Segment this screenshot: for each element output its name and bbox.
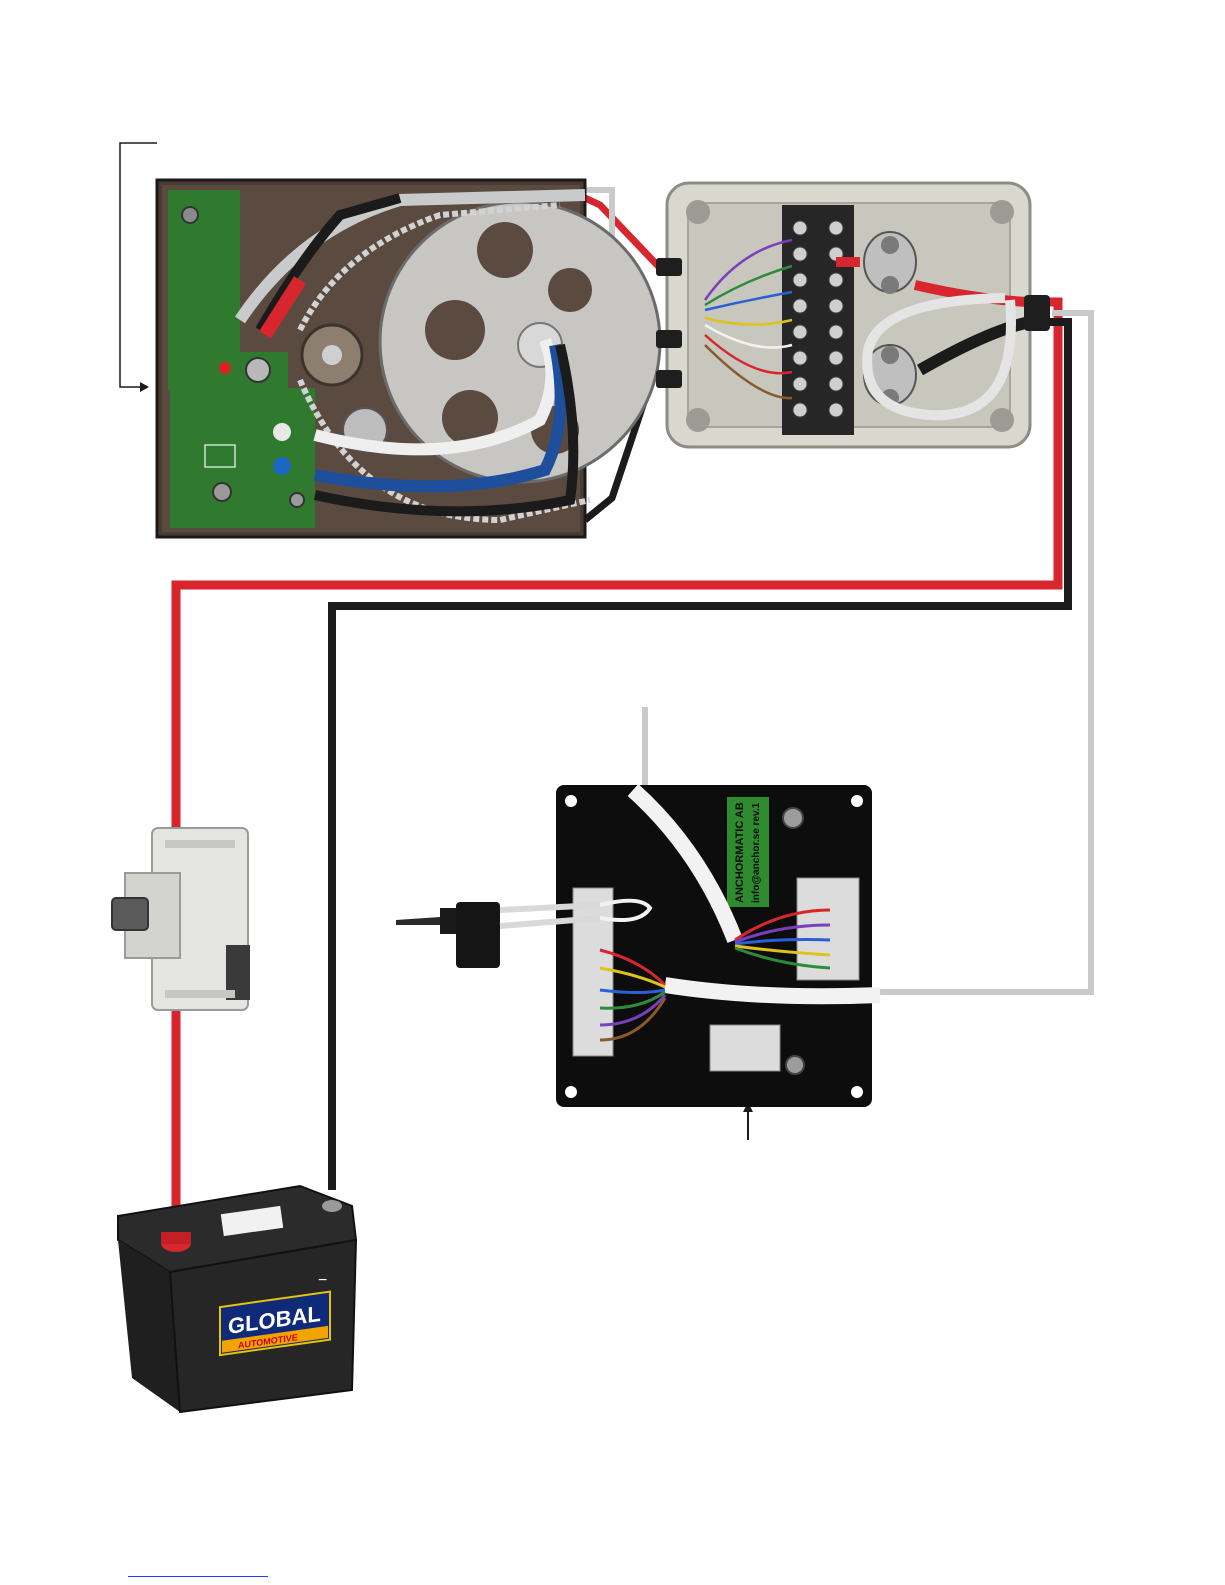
circuit-breaker bbox=[112, 828, 250, 1010]
battery-negative-terminal bbox=[322, 1200, 342, 1212]
bottom-terminal-block bbox=[710, 1025, 780, 1071]
winch-pcb-upper bbox=[168, 190, 240, 390]
battery: − GLOBAL AUTOMOTIVE bbox=[118, 1186, 356, 1412]
toggle-switch-body bbox=[456, 902, 500, 968]
anchor-winch-unit bbox=[157, 180, 660, 537]
toggle-switch-lever bbox=[396, 917, 446, 925]
left-terminal-block bbox=[573, 888, 613, 1056]
breaker-toggle[interactable] bbox=[112, 898, 148, 930]
terminal-strip bbox=[782, 205, 854, 435]
junction-box bbox=[656, 183, 1050, 447]
footer-link-underline[interactable] bbox=[128, 1576, 268, 1577]
control-panel-label-line1: ANCHORMATIC AB bbox=[734, 802, 746, 903]
control-panel-label-line2: info@anchor.se rev.1 bbox=[751, 802, 762, 903]
remote-sense-line bbox=[120, 143, 157, 387]
control-panel: ANCHORMATIC AB info@anchor.se rev.1 bbox=[556, 785, 880, 1107]
battery-negative-mark: − bbox=[318, 1272, 327, 1289]
remote-sense-arrowhead bbox=[140, 382, 149, 392]
